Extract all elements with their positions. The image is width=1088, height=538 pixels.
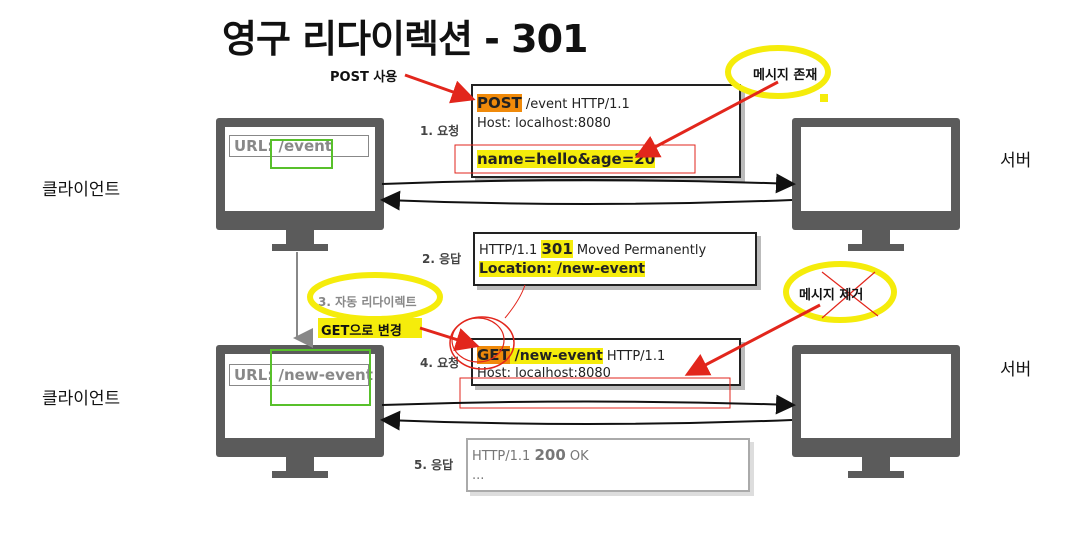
monitor-screen — [801, 354, 951, 438]
step-label-4: 4. 요청 — [420, 356, 460, 370]
step-label-1: 1. 요청 — [420, 124, 460, 138]
host-header: Host: localhost:8080 — [477, 366, 611, 381]
monitor-base — [272, 244, 328, 251]
response-arrow-5 — [380, 410, 793, 431]
arrow-message-removed — [684, 303, 821, 376]
highlight-bar-get — [318, 318, 422, 338]
highlight-mark-small — [820, 94, 828, 102]
request-path: /event — [521, 97, 568, 112]
client2-url-field: URL: /new-event — [229, 364, 373, 386]
response-box-2: HTTP/1.1 301 Moved Permanently Location:… — [473, 232, 757, 286]
step-label-3: 3. 자동 리다이렉트 — [318, 295, 417, 309]
request-line-1: POST /event HTTP/1.1 — [477, 94, 630, 112]
status-code-301: 301 — [541, 240, 573, 258]
status-reason: OK — [565, 449, 589, 464]
status-line: HTTP/1.1 200 OK — [472, 446, 589, 464]
monitor-base — [848, 244, 904, 251]
location-header: Location: /new-event — [479, 261, 645, 277]
monitor-stand — [286, 457, 314, 471]
status-code-200: 200 — [534, 446, 566, 464]
http-version: HTTP/1.1 — [567, 97, 630, 112]
highlight-scribble-redirect — [307, 272, 443, 322]
arrow-change-to-get — [419, 326, 480, 352]
monitor-base — [272, 471, 328, 478]
server-label-2: 서버 — [1000, 360, 1032, 380]
request-box-1: POST /event HTTP/1.1 Host: localhost:808… — [471, 84, 741, 178]
http-version: HTTP/1.1 — [602, 349, 666, 364]
message-body: name=hello&age=20 — [477, 150, 656, 168]
monitor-stand — [862, 457, 890, 471]
client-label-1: 클라이언트 — [42, 180, 121, 200]
ellipsis: ... — [472, 468, 485, 483]
server-monitor-2 — [792, 345, 960, 479]
page-title: 영구 리다이렉션 - 301 — [222, 17, 589, 61]
body-outline-4 — [459, 377, 731, 409]
monitor-base — [848, 471, 904, 478]
url-highlight-2 — [270, 349, 371, 406]
annotation-message-exists: 메시지 존재 — [753, 68, 818, 83]
step-label-2: 2. 응답 — [422, 252, 462, 266]
monitor-stand — [862, 230, 890, 244]
step-label-5: 5. 응답 — [414, 458, 454, 472]
status-reason: Moved Permanently — [572, 243, 707, 258]
client-label-2: 클라이언트 — [42, 389, 121, 409]
highlight-scribble-message-removed — [783, 261, 897, 323]
red-circle-get-2 — [451, 317, 505, 363]
request-line-4: GET /new-event HTTP/1.1 — [477, 346, 665, 364]
http-version: HTTP/1.1 — [472, 449, 535, 464]
server-monitor-1 — [792, 118, 960, 252]
request-arrow-4 — [381, 394, 796, 415]
url-highlight-1 — [270, 139, 333, 169]
annotation-change-to-get: GET으로 변경 — [321, 324, 402, 339]
body-outline-1 — [454, 144, 696, 174]
annotation-message-removed: 메시지 제거 — [799, 288, 864, 303]
response-box-5: HTTP/1.1 200 OK ... — [466, 438, 750, 492]
arrow-message-exists — [634, 80, 779, 158]
red-circle-get — [449, 316, 515, 370]
highlight-scribble-message-exists — [725, 45, 831, 99]
request-path: /new-event — [509, 348, 603, 364]
host-header: Host: localhost:8080 — [477, 116, 611, 131]
arrow-post-use — [404, 73, 476, 104]
server-label-1: 서버 — [1000, 151, 1032, 171]
method-post: POST — [477, 94, 522, 112]
red-scribble-tail — [504, 284, 526, 319]
request-arrow-1 — [381, 173, 796, 194]
client1-url-field: URL: /event — [229, 135, 369, 157]
red-cross — [821, 271, 879, 319]
status-line: HTTP/1.1 301 Moved Permanently — [479, 240, 706, 258]
http-version: HTTP/1.1 — [479, 243, 542, 258]
monitor-stand — [286, 230, 314, 244]
response-arrow-2 — [380, 190, 793, 211]
monitor-screen — [801, 127, 951, 211]
annotation-post-use: POST 사용 — [330, 70, 398, 85]
